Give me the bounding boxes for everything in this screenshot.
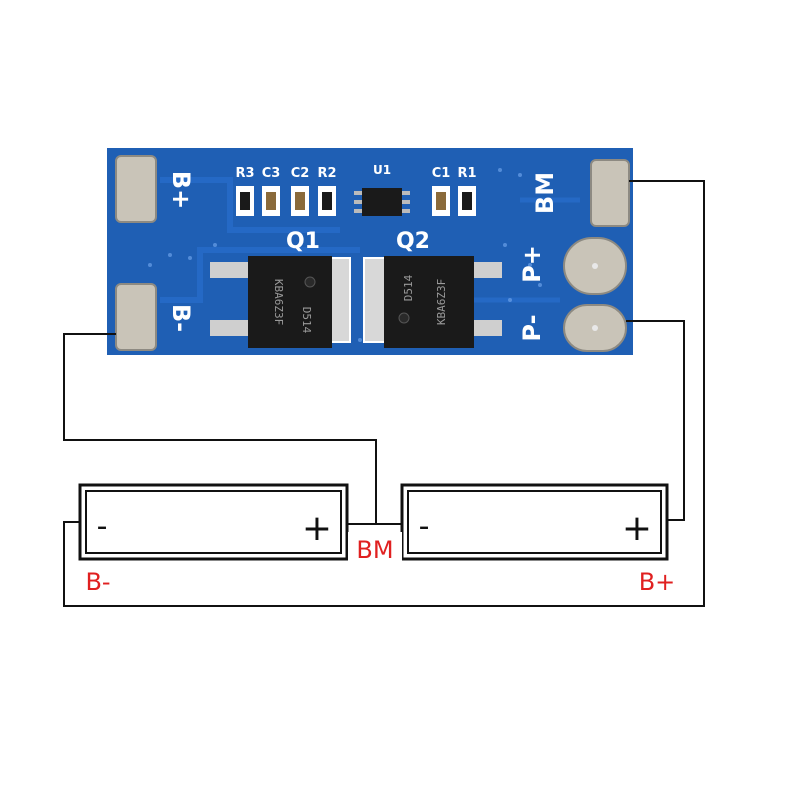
label-c1: C1 [432, 166, 451, 181]
label-r3: R3 [235, 166, 254, 181]
wire-pminus-to-right [626, 320, 685, 521]
battery-left: - + [78, 483, 349, 561]
label-pplus: P+ [518, 245, 546, 283]
battery-right-plus: + [622, 508, 652, 549]
label-bm: BM [531, 172, 559, 214]
q2-mosfet: D514 KBA6Z3F [363, 256, 502, 348]
battery-right-minus: - [419, 509, 430, 544]
label-bplus: B+ [167, 171, 195, 209]
u1-chip [354, 188, 410, 216]
wire-bminus-to-bm [63, 333, 377, 524]
label-r1: R1 [457, 166, 476, 181]
q2-marking-part: D514 [402, 274, 415, 301]
label-q1: Q1 [286, 229, 320, 254]
label-pminus: P- [518, 314, 546, 341]
wiring-label-bplus: B+ [639, 568, 676, 596]
battery-right: - + [400, 483, 669, 561]
q1-marking-code: KBA6Z3F [272, 279, 285, 325]
label-q2: Q2 [396, 229, 430, 254]
battery-left-plus: + [302, 508, 332, 549]
wiring-label-bminus: B- [85, 568, 110, 596]
wiring [63, 180, 705, 607]
label-u1: U1 [373, 163, 391, 177]
battery-left-minus: - [97, 509, 108, 544]
q1-marking-part: D514 [300, 307, 313, 334]
smd-passives [236, 186, 476, 216]
pad-bplus [115, 155, 157, 223]
q1-mosfet: KBA6Z3F D514 [210, 256, 351, 348]
wiring-label-bm: BM [356, 536, 393, 564]
label-bminus: B- [167, 304, 195, 332]
q2-marking-code: KBA6Z3F [435, 279, 448, 325]
label-c3: C3 [262, 166, 281, 181]
pad-bm [590, 159, 630, 227]
wire-bm-to-right-plus [63, 180, 705, 607]
label-r2: R2 [317, 166, 336, 181]
label-c2: C2 [291, 166, 310, 181]
pad-bminus [115, 283, 157, 351]
